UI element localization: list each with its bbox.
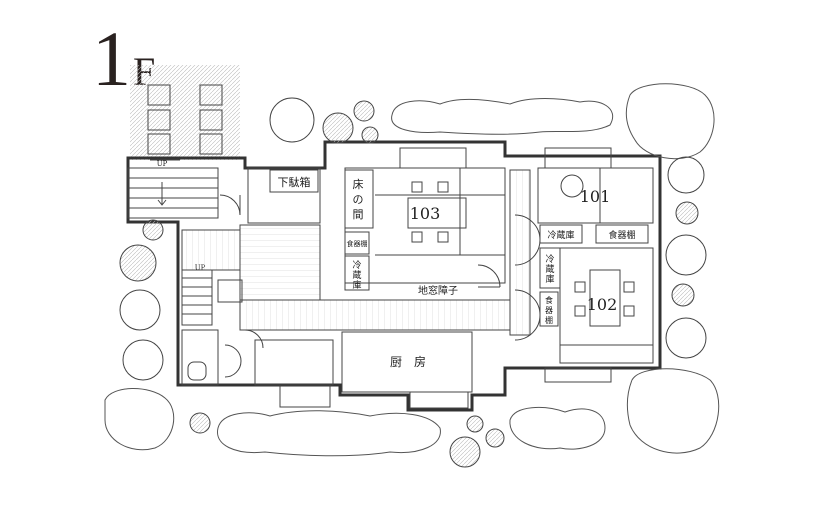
corridor: [217, 169, 541, 341]
label-dish-shelf-103: 食器棚: [347, 239, 368, 248]
label-fridge-103-1: 冷: [352, 259, 361, 271]
room-102: 冷 蔵 庫 食 器 棚 102: [539, 247, 654, 383]
outer-walls: [126, 140, 662, 412]
label-fridge-102-3: 庫: [545, 273, 554, 285]
label-dish-shelf-102-2: 器: [545, 306, 553, 315]
label-shoe-cabinet: 下駄箱: [278, 175, 311, 189]
hedges: [104, 83, 720, 457]
label-fridge-103-3: 庫: [352, 279, 361, 291]
label-tokonoma-3: 間: [353, 208, 364, 221]
label-shoji: 地窓障子: [418, 284, 458, 297]
kitchen: 厨 房: [224, 329, 473, 409]
stepping-stones: [130, 65, 240, 160]
inner-stairs: UP: [181, 229, 241, 326]
label-dish-shelf-102-1: 食: [545, 295, 553, 305]
label-tokonoma-2: の: [353, 193, 364, 206]
label-fridge-101: 冷蔵庫: [547, 229, 574, 241]
label-kitchen: 厨 房: [390, 354, 426, 369]
label-dish-shelf-102-3: 棚: [545, 315, 553, 325]
label-fridge-102-2: 蔵: [545, 263, 554, 275]
room-102-number: 102: [587, 295, 618, 314]
label-fridge-102-1: 冷: [545, 253, 554, 265]
label-fridge-103-2: 蔵: [352, 269, 361, 281]
room-101: 101 冷蔵庫 食器棚: [537, 147, 654, 244]
genkan: 下駄箱: [247, 167, 321, 224]
room-103-number: 103: [410, 204, 441, 223]
label-dish-shelf-101: 食器棚: [608, 229, 635, 241]
room-101-number: 101: [580, 187, 611, 206]
trees: [119, 97, 707, 468]
floor-number: 1: [92, 15, 131, 102]
up-mark-entrance: UP: [157, 160, 168, 168]
entrance-stairs: UP: [127, 159, 241, 219]
room-103: 床 の 間 食器棚 冷 蔵 庫 103 地窓障子: [344, 147, 506, 297]
wc: [181, 329, 219, 386]
label-tokonoma-1: 床: [353, 177, 364, 191]
